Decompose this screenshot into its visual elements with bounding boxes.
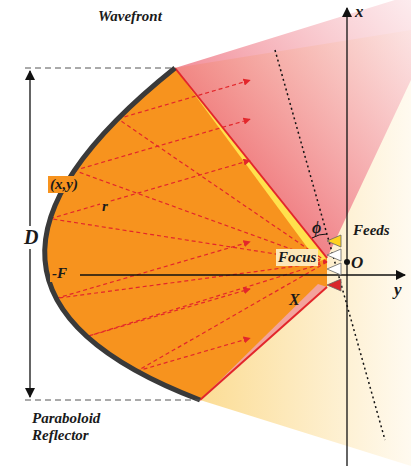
- x-axis: [346, 8, 347, 466]
- feed-cone-yellow: [175, 68, 327, 262]
- axis-label: y: [394, 280, 402, 300]
- offset-label: X: [289, 291, 300, 309]
- extension-line: [25, 400, 200, 401]
- ray-group: [50, 80, 327, 371]
- reflected-ray: [74, 119, 250, 170]
- feeds-label: Feeds: [353, 222, 390, 239]
- paraboloid-reflector: [45, 68, 200, 400]
- dimension-label: D: [22, 226, 40, 249]
- focus-label: Focus: [276, 249, 318, 266]
- point-label: (x,y): [48, 176, 80, 193]
- radius-label: r: [100, 198, 110, 215]
- incident-ray: [56, 262, 327, 298]
- vertex-label: -F: [50, 265, 69, 282]
- y-axis: [80, 274, 405, 275]
- origin-label: O: [351, 253, 363, 273]
- reflected-ray: [87, 289, 250, 337]
- reflector-fill: [45, 68, 327, 400]
- feed-horn: [327, 279, 341, 291]
- incident-ray: [137, 262, 327, 371]
- wavefront-line: [275, 50, 385, 440]
- edge-ray: [175, 68, 327, 258]
- feed-horn: [327, 263, 341, 275]
- edge-ray: [200, 287, 327, 400]
- feed-horn: [327, 235, 341, 247]
- wavefront-label: Wavefront: [98, 8, 162, 25]
- reflected-ray: [137, 338, 250, 371]
- axis-label: x: [355, 2, 364, 22]
- reflected-ray: [56, 242, 250, 299]
- extension-line: [25, 68, 175, 69]
- reflected-ray: [50, 160, 250, 218]
- incident-ray: [118, 119, 327, 262]
- feed-horn: [327, 249, 341, 261]
- incident-ray: [87, 262, 327, 337]
- angle-label: ϕ: [312, 219, 321, 237]
- reflector-label: Paraboloid Reflector: [32, 410, 127, 445]
- feed-cone-pink: [200, 284, 327, 400]
- focus-point: [344, 259, 350, 265]
